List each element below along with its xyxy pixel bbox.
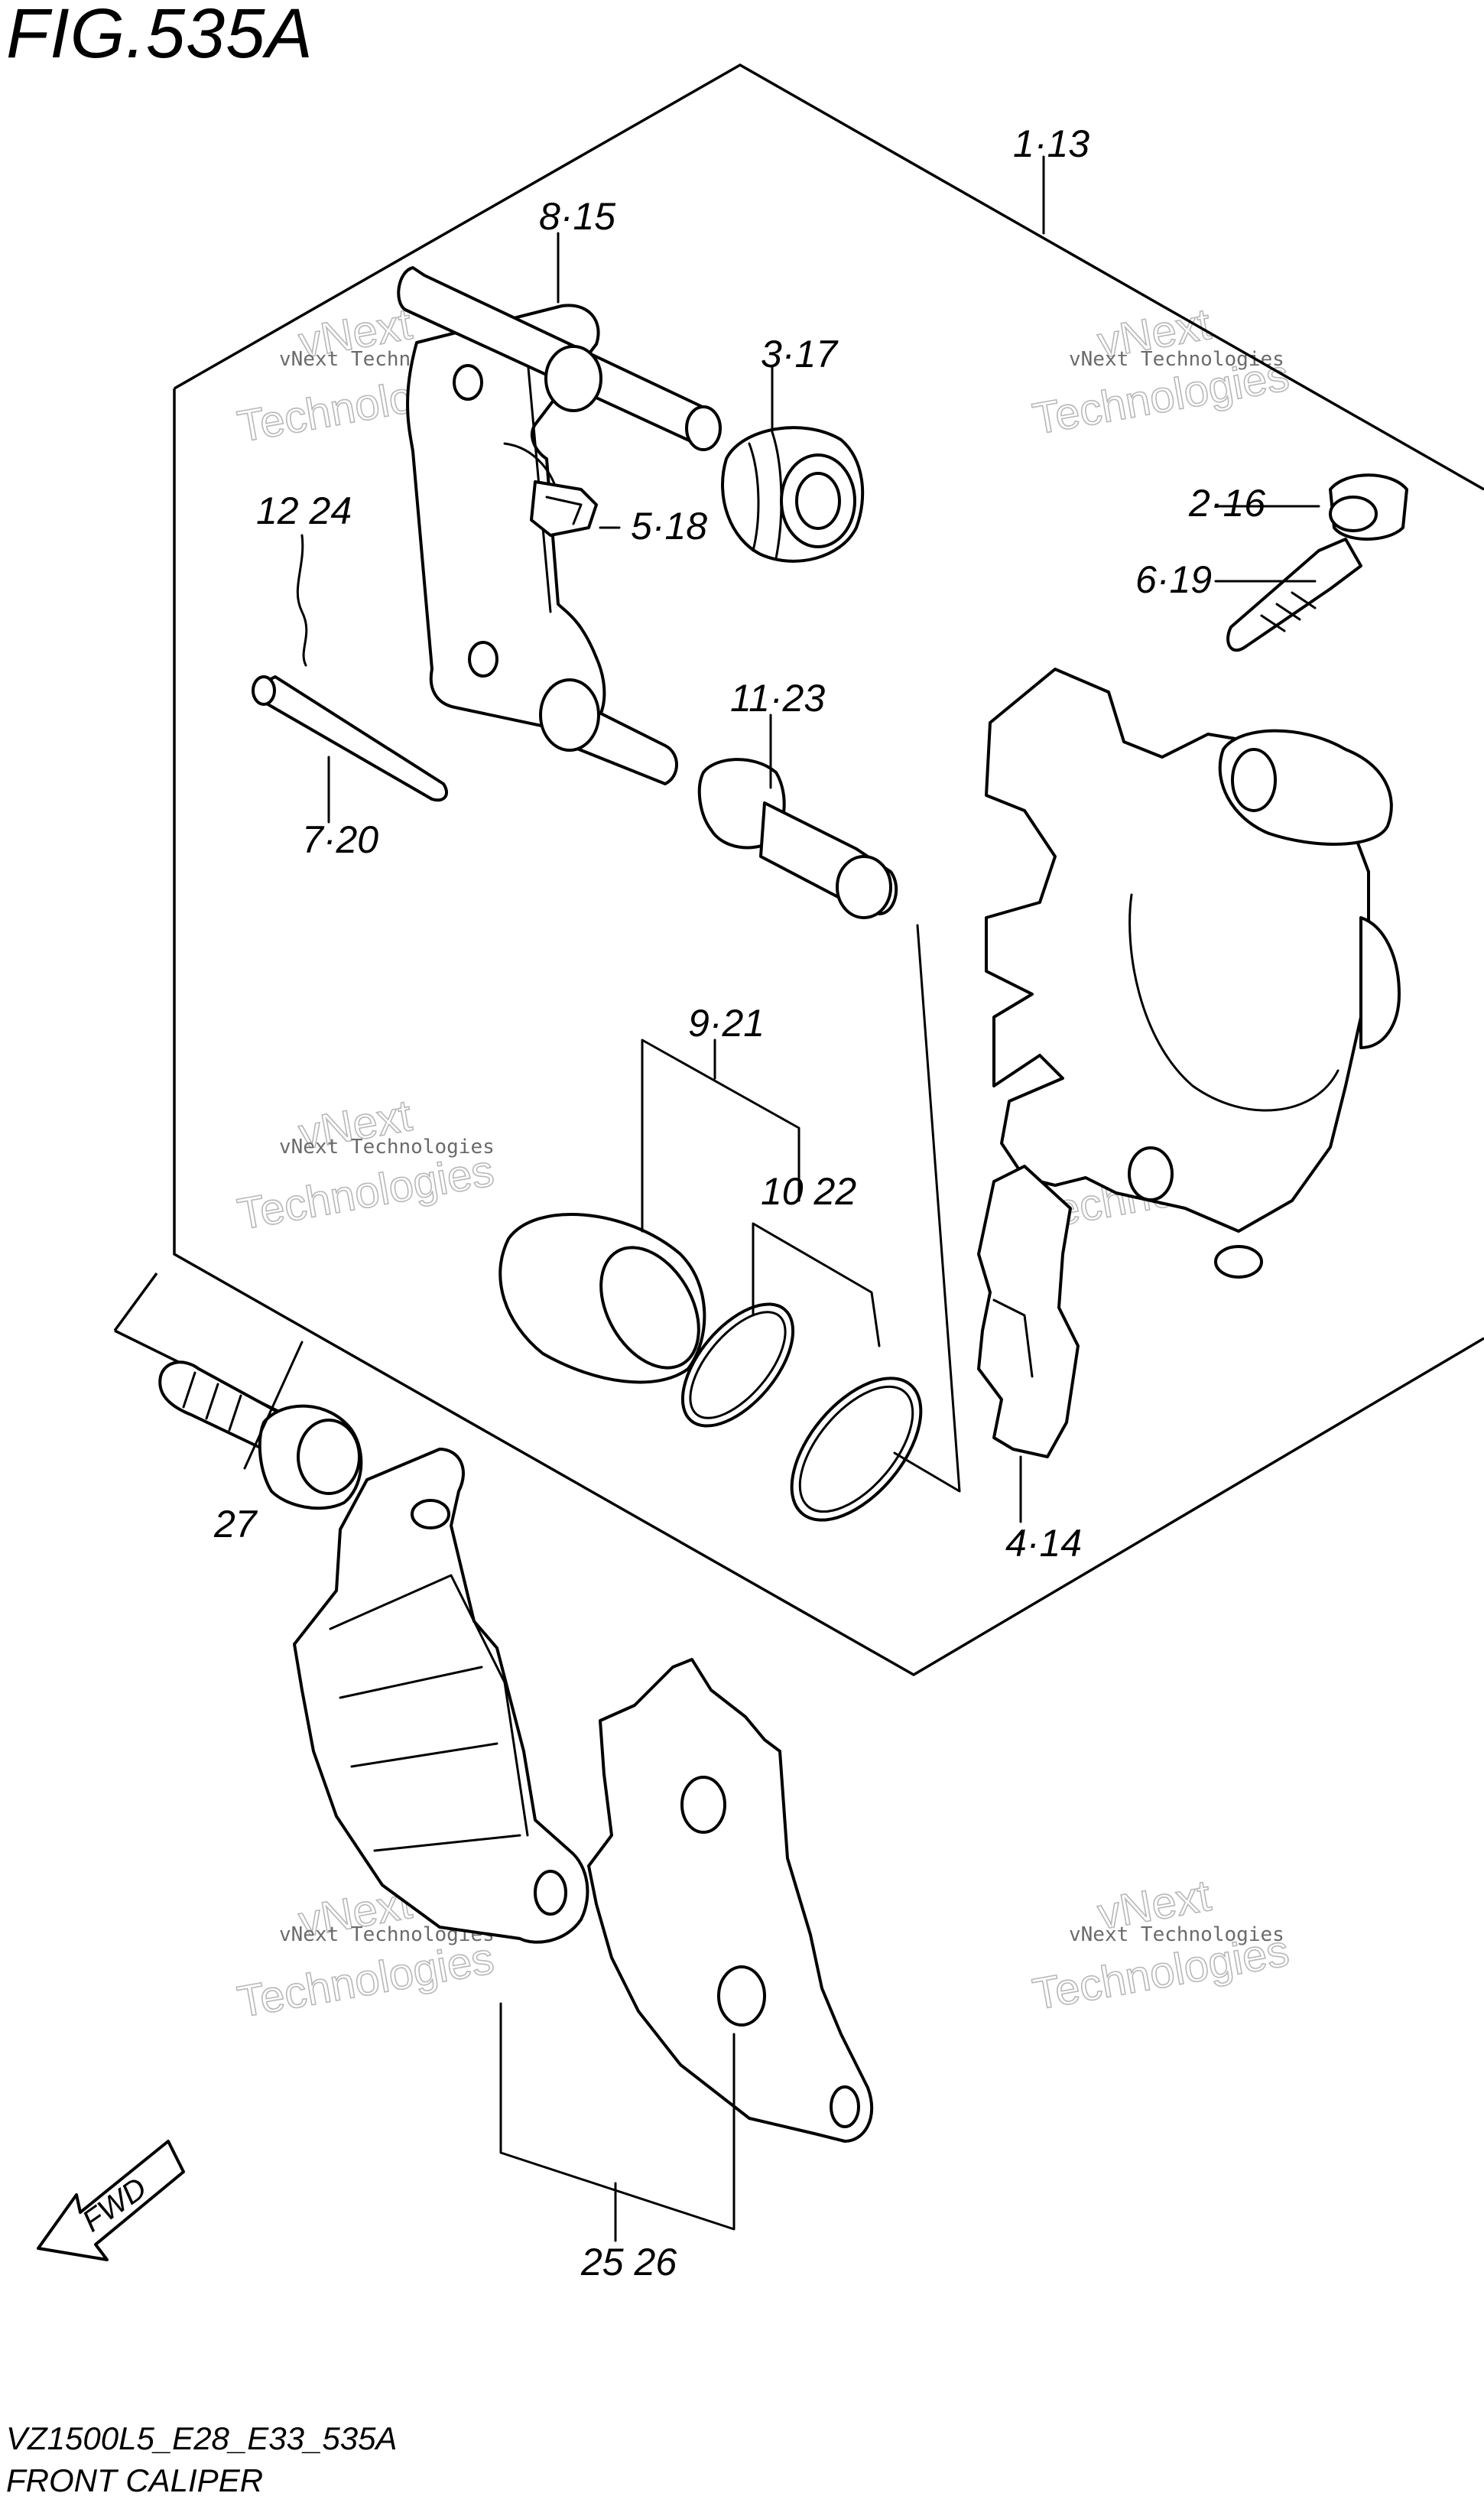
frame-bottom-edge xyxy=(173,388,1484,1677)
slide-pin-lower xyxy=(539,678,678,785)
watermark-6: vNext Technologies vNext Technologies xyxy=(1028,1870,1293,2020)
figure-title: FIG.535A xyxy=(6,0,313,73)
leader-lines xyxy=(243,155,1320,2242)
dust-seal xyxy=(790,1377,923,1522)
piston-seal xyxy=(680,1302,795,1428)
brake-pad-right xyxy=(587,1658,874,2143)
frame-top-edge xyxy=(174,63,1484,491)
callout-9-21: 9·21 xyxy=(688,1002,765,1045)
mounting-bolt xyxy=(158,1360,363,1510)
callout-25-26: 25 26 xyxy=(580,2241,677,2283)
callout-12-24: 12 24 xyxy=(256,489,352,532)
figure-caption: FRONT CALIPER xyxy=(6,2462,264,2498)
pad-pin xyxy=(252,675,448,802)
bleeder-screw xyxy=(1226,538,1362,652)
watermark-text: vNext Technologies xyxy=(1069,348,1284,371)
callout-10-22: 10 22 xyxy=(761,1170,856,1213)
watermark-3: vNext Technologies vNext Technologies xyxy=(233,1090,498,1240)
callout-8-15: 8·15 xyxy=(539,195,615,238)
callout-labels: 1·13 8·15 3·17 12 24 5·18 2·16 6·19 11·2… xyxy=(213,122,1265,2283)
watermark-big-bottom: Technologies xyxy=(234,1146,498,1240)
callout-11-23: 11·23 xyxy=(730,677,825,720)
rubber-slide xyxy=(296,534,308,667)
watermark-big-bottom: Technologies xyxy=(234,1933,498,2027)
caliper-body xyxy=(985,668,1401,1279)
callout-4-14: 4·14 xyxy=(1005,1522,1082,1565)
callout-5-18: 5·18 xyxy=(631,505,707,548)
watermark-2: vNext Technologies vNext Technologies xyxy=(1028,298,1293,444)
callout-7-20: 7·20 xyxy=(302,818,378,861)
watermark-text: vNext Technologies xyxy=(279,1136,495,1159)
pad-spring xyxy=(977,1165,1080,1458)
model-code: VZ1500L5_E28_E33_535A xyxy=(6,2420,398,2456)
callout-27: 27 xyxy=(213,1503,258,1546)
watermark-text: vNext Technologies xyxy=(1069,1923,1284,1946)
callout-3-17: 3·17 xyxy=(761,333,839,375)
slide-pin-upper xyxy=(397,266,722,451)
piston xyxy=(498,1213,706,1384)
brake-pad-left xyxy=(293,1448,589,1944)
caliper-bracket xyxy=(406,304,606,736)
callout-6-19: 6·19 xyxy=(1135,558,1212,601)
bleeder-cap xyxy=(1329,473,1408,541)
callout-2-16: 2·16 xyxy=(1188,482,1265,525)
frame-lead-line xyxy=(113,1272,158,1332)
callout-1-13: 1·13 xyxy=(1013,122,1089,165)
pin-boot-upper xyxy=(721,426,865,563)
clip-small xyxy=(530,480,598,537)
slide-pin-boot xyxy=(697,758,898,919)
fwd-arrow-icon: FWD xyxy=(37,2140,185,2261)
